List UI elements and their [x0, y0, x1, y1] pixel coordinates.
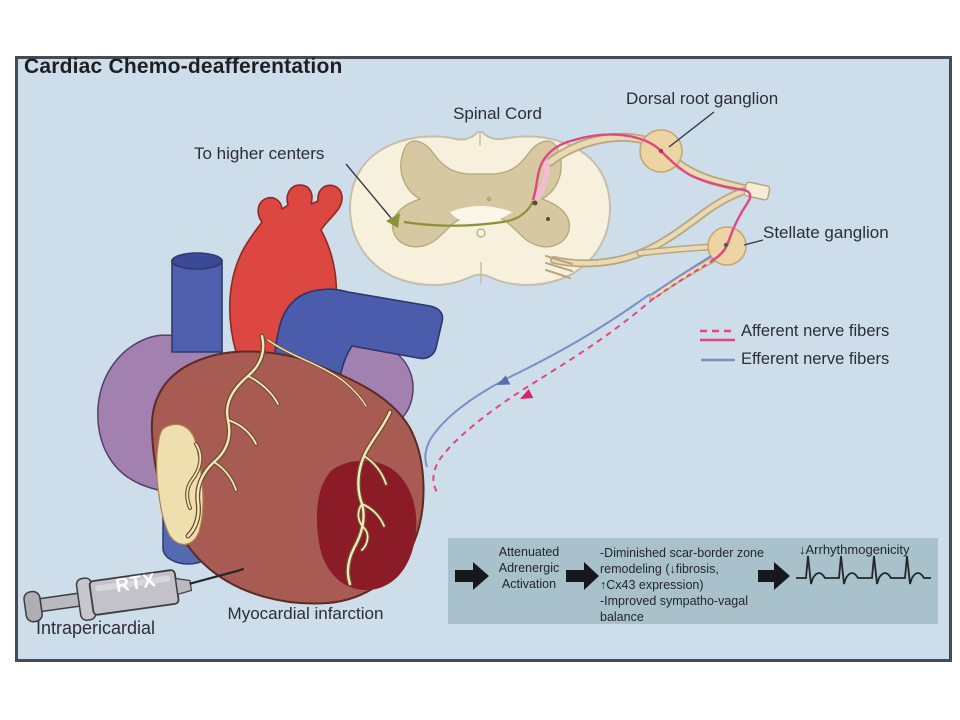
label-myocardial-infarction: Myocardial infarction	[227, 604, 384, 623]
label-to-higher-centers: To higher centers	[194, 144, 325, 163]
label-spinal-cord: Spinal Cord	[453, 104, 542, 123]
page-title: Cardiac Chemo-deafferentation	[24, 55, 343, 78]
flowchart-step-3: ↓Arrhythmogenicity	[799, 542, 910, 557]
flowchart-step-2: -Diminished scar-border zone remodeling …	[600, 546, 764, 624]
flowchart-step-1: Attenuated Adrenergic Activation	[498, 545, 560, 591]
label-intrapericardial: Intrapericardial	[36, 618, 156, 638]
legend-afferent-label: Afferent nerve fibers	[741, 322, 890, 340]
legend-efferent-label: Efferent nerve fibers	[741, 350, 890, 368]
label-stellate-ganglion: Stellate ganglion	[763, 223, 889, 242]
label-dorsal-root-ganglion: Dorsal root ganglion	[626, 89, 779, 108]
